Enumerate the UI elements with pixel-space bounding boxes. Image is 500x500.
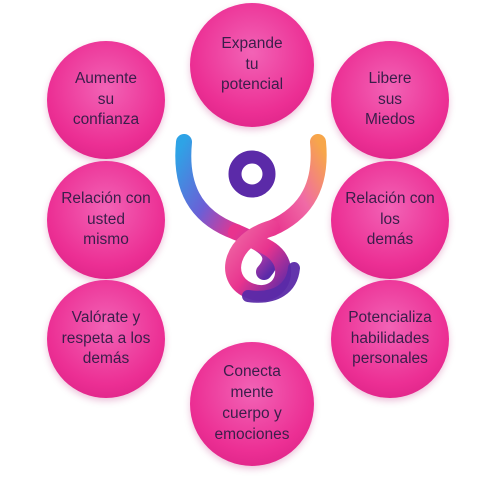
- bubble-potencializa-habilidades: Potencializa habilidades personales: [331, 280, 449, 398]
- bubble-relacion-con-usted-mismo: Relación con usted mismo: [47, 161, 165, 279]
- bubble-aumente-su-confianza: Aumente su confianza: [47, 41, 165, 159]
- bubble-label: Aumente su confianza: [72, 69, 140, 129]
- bubble-label: Relación con usted mismo: [61, 189, 151, 249]
- logo-bottom-sweep: [242, 262, 300, 303]
- bubble-label: Potencializa habilidades personales: [348, 308, 432, 368]
- logo-lower-loop: [225, 220, 292, 302]
- logo-left-arm: [175, 134, 244, 240]
- bubble-label: Libere sus Miedos: [365, 69, 415, 129]
- bubble-label: Valórate y respeta a los demás: [61, 308, 151, 368]
- bubble-libere-sus-miedos: Libere sus Miedos: [331, 41, 449, 159]
- bubble-expande-tu-potencial: Expande tu potencial: [190, 3, 314, 127]
- bubble-relacion-con-los-demas: Relación con los demás: [331, 161, 449, 279]
- human-figure-logo-icon: [175, 134, 327, 303]
- bubble-valorate-y-respeta: Valórate y respeta a los demás: [47, 280, 165, 398]
- bubble-label: Conecta mente cuerpo y emociones: [214, 363, 290, 443]
- bubble-label: Expande tu potencial: [220, 34, 284, 94]
- bubble-conecta-mente-cuerpo: Conecta mente cuerpo y emociones: [190, 342, 314, 466]
- logo-head: [228, 150, 276, 198]
- bubble-label: Relación con los demás: [345, 189, 435, 249]
- logo-right-arm: [264, 134, 327, 236]
